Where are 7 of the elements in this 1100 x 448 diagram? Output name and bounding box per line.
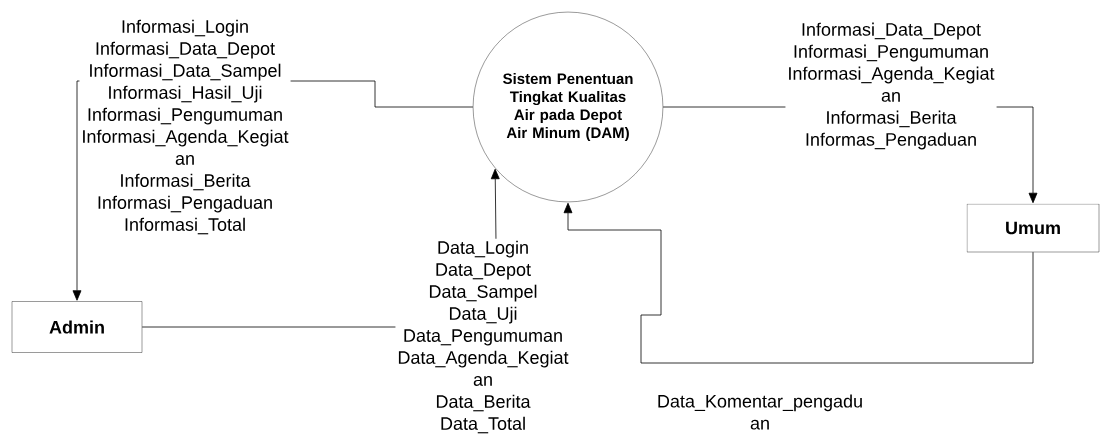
edge-label: Data_Komentar_pengadu an	[658, 394, 862, 430]
edge-label: Data_Login Data_Depot Data_Sampel Data_Uji Data_Pengumuman Data_Agenda_Kegiat an Data_Berita Data_Total	[395, 238, 571, 436]
entity-box: Umum	[966, 203, 1100, 253]
edge-label: Informasi_Data_Depot Informasi_Pengumuman Informasi_Agenda_Kegiat an Informasi_Berita Informas_Pengaduan	[785, 20, 997, 152]
arrow	[563, 202, 1034, 364]
entity-box: Admin	[11, 301, 143, 353]
edge-label: Informasi_Login Informasi_Data_Depot Informasi_Data_Sampel Informasi_Hasil_Uji Informasi_Pengumuman Informasi_Agenda_Kegiat an Informasi_Berita Informasi_Pengaduan Informasi_Total	[79, 17, 291, 237]
